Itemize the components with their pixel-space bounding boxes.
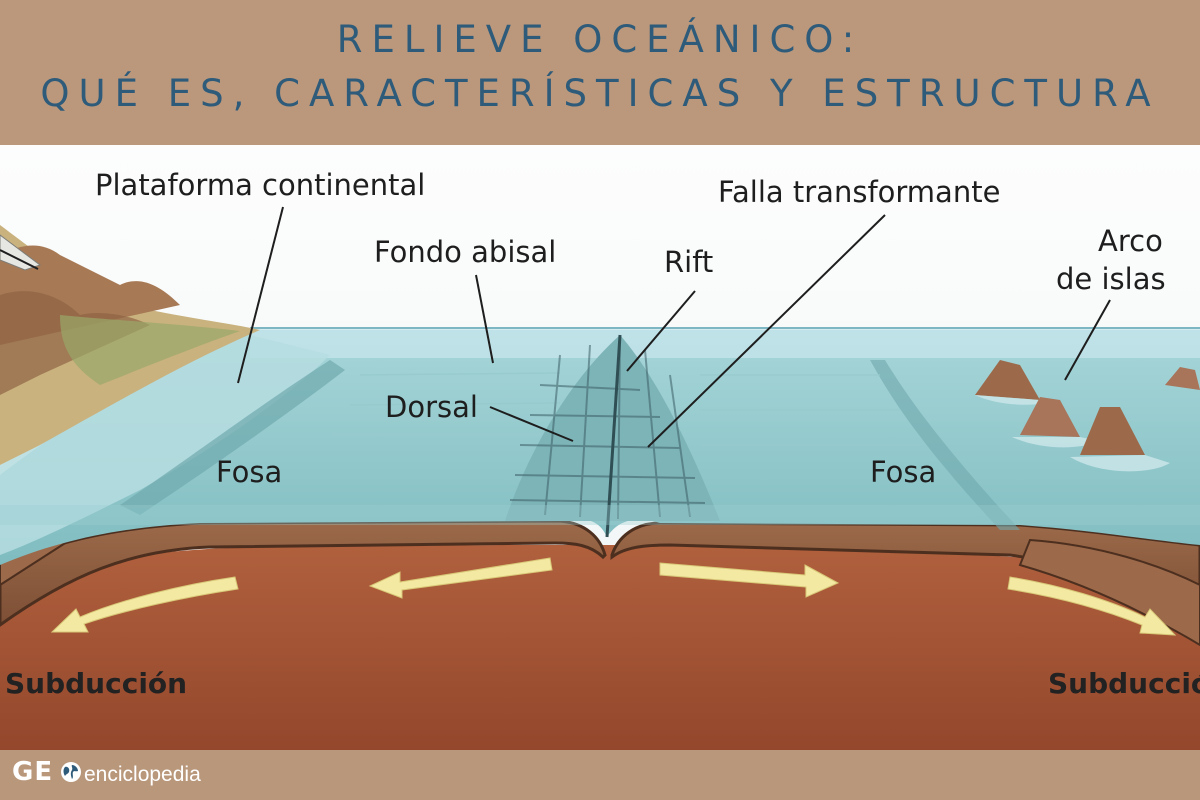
coastal-vegetation <box>60 315 240 385</box>
label-arco-line1: Arco <box>1098 224 1163 258</box>
label-plataforma-continental: Plataforma continental <box>95 168 425 202</box>
logo-geo-text: GE <box>12 757 54 787</box>
island-arc-volcanoes <box>975 360 1200 472</box>
leader-plataforma <box>237 206 284 384</box>
convection-arrows <box>50 557 1177 636</box>
label-subduccion-right: Subducción <box>1048 667 1200 700</box>
sea-surface <box>250 328 1200 358</box>
mid-ocean-ridge <box>505 335 720 521</box>
leader-arco <box>1064 299 1111 381</box>
trench-left <box>120 360 345 515</box>
mantle-layer <box>0 545 1200 750</box>
label-fosa-left: Fosa <box>216 455 282 489</box>
label-leader-lines <box>237 206 1111 448</box>
label-subduccion-left: Subducción <box>5 667 187 700</box>
label-arco-line2: de islas <box>1056 262 1166 296</box>
water-front-face <box>0 505 1200 525</box>
crust-plate-left <box>0 519 607 627</box>
arrow-ridge-right <box>659 562 840 598</box>
continental-shelf <box>0 335 330 555</box>
leader-rift <box>626 290 696 372</box>
rift-valley <box>605 334 622 538</box>
label-dorsal: Dorsal <box>385 390 478 424</box>
leader-falla <box>647 214 886 448</box>
arrow-ridge-left <box>368 557 553 599</box>
abyssal-plain-texture <box>330 372 920 446</box>
globe-icon <box>61 762 81 782</box>
leader-fondo <box>475 274 494 364</box>
label-rift: Rift <box>664 245 713 279</box>
header-banner: RELIEVE OCEÁNICO: QUÉ ES, CARACTERÍSTICA… <box>0 0 1200 145</box>
label-falla-transformante: Falla transformante <box>718 175 1000 209</box>
leader-dorsal <box>489 406 574 442</box>
arrow-subduction-right <box>1007 576 1177 636</box>
mountain-peak <box>0 234 42 271</box>
label-fondo-abisal: Fondo abisal <box>374 235 556 269</box>
trench-right <box>870 360 1020 530</box>
ocean-relief-diagram: Plataforma continental Fondo abisal Rift… <box>0 145 1200 750</box>
page-title-line1: RELIEVE OCEÁNICO: <box>336 18 864 61</box>
leader-coast <box>0 249 39 270</box>
label-fosa-right: Fosa <box>870 455 936 489</box>
ridge-fractures <box>509 336 706 520</box>
logo-enciclopedia-text: enciclopedia <box>84 763 201 786</box>
page-title-line2: QUÉ ES, CARACTERÍSTICAS Y ESTRUCTURA <box>40 72 1160 115</box>
footer-bar <box>0 750 1200 800</box>
arrow-subduction-left <box>50 576 239 633</box>
